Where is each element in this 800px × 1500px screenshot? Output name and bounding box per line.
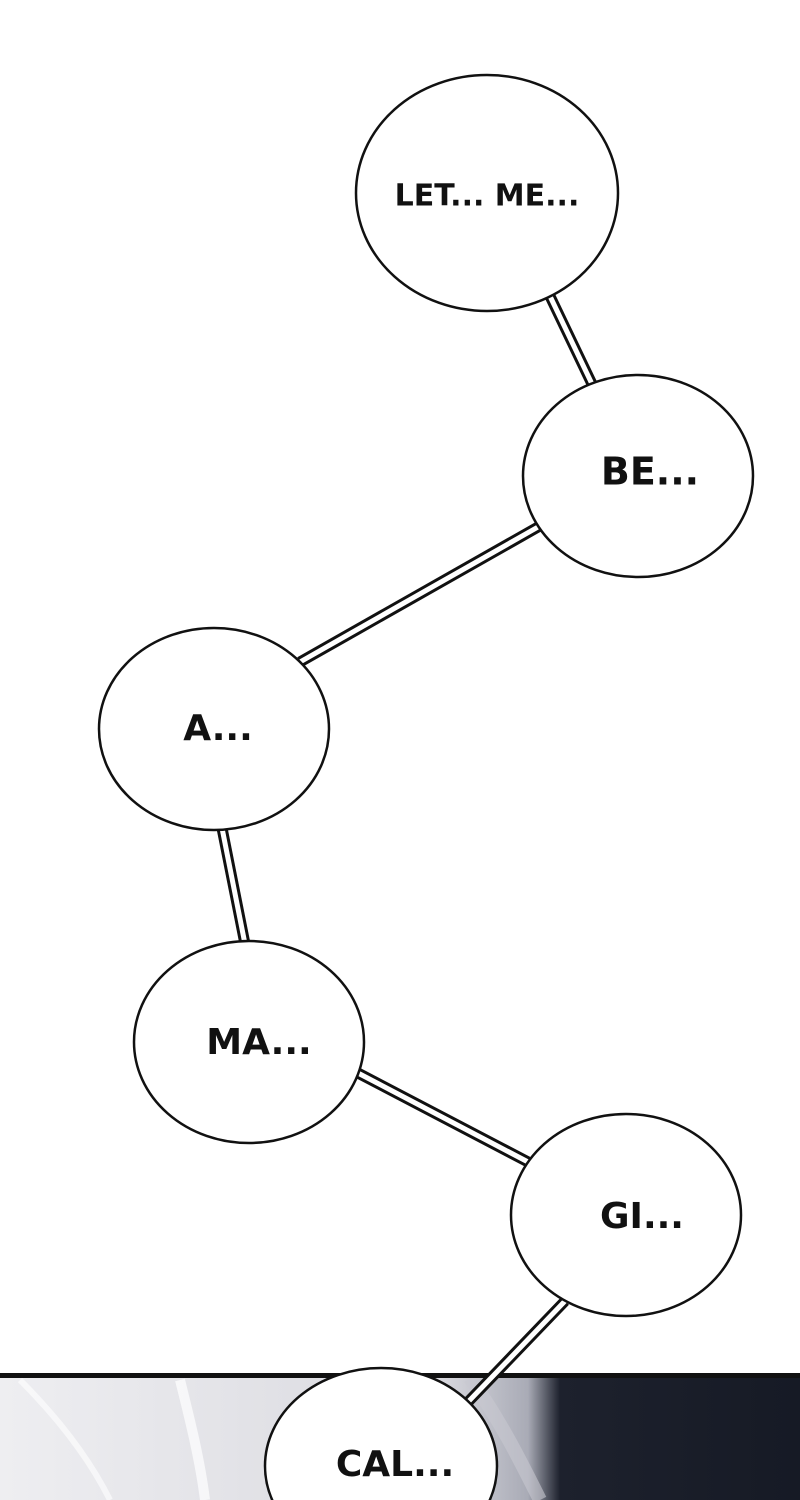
bubble-text-5: GI... bbox=[600, 1196, 684, 1237]
speech-bubble-6: CAL... bbox=[263, 1366, 499, 1500]
connector-2 bbox=[297, 522, 541, 667]
speech-bubble-2: BE... bbox=[521, 373, 755, 579]
panel-streak bbox=[17, 1377, 113, 1500]
speech-bubble-3: A... bbox=[97, 626, 331, 832]
bubble-text-3: A... bbox=[183, 708, 253, 749]
bubble-connectors bbox=[216, 289, 597, 1406]
connector-3 bbox=[216, 826, 251, 946]
speech-bubble-1: LET... ME... bbox=[354, 73, 620, 313]
connector-5 bbox=[464, 1297, 569, 1406]
bubble-text-1: LET... ME... bbox=[395, 179, 580, 214]
bubble-text-2: BE... bbox=[601, 450, 699, 494]
speech-bubble-4: MA... bbox=[132, 939, 366, 1145]
speech-bubble-5: GI... bbox=[509, 1112, 743, 1318]
bubble-text-6: CAL... bbox=[336, 1444, 454, 1485]
bubble-text-4: MA... bbox=[206, 1022, 311, 1063]
connector-4 bbox=[353, 1067, 533, 1168]
panel-streak bbox=[175, 1378, 210, 1500]
connector-1 bbox=[543, 289, 597, 387]
